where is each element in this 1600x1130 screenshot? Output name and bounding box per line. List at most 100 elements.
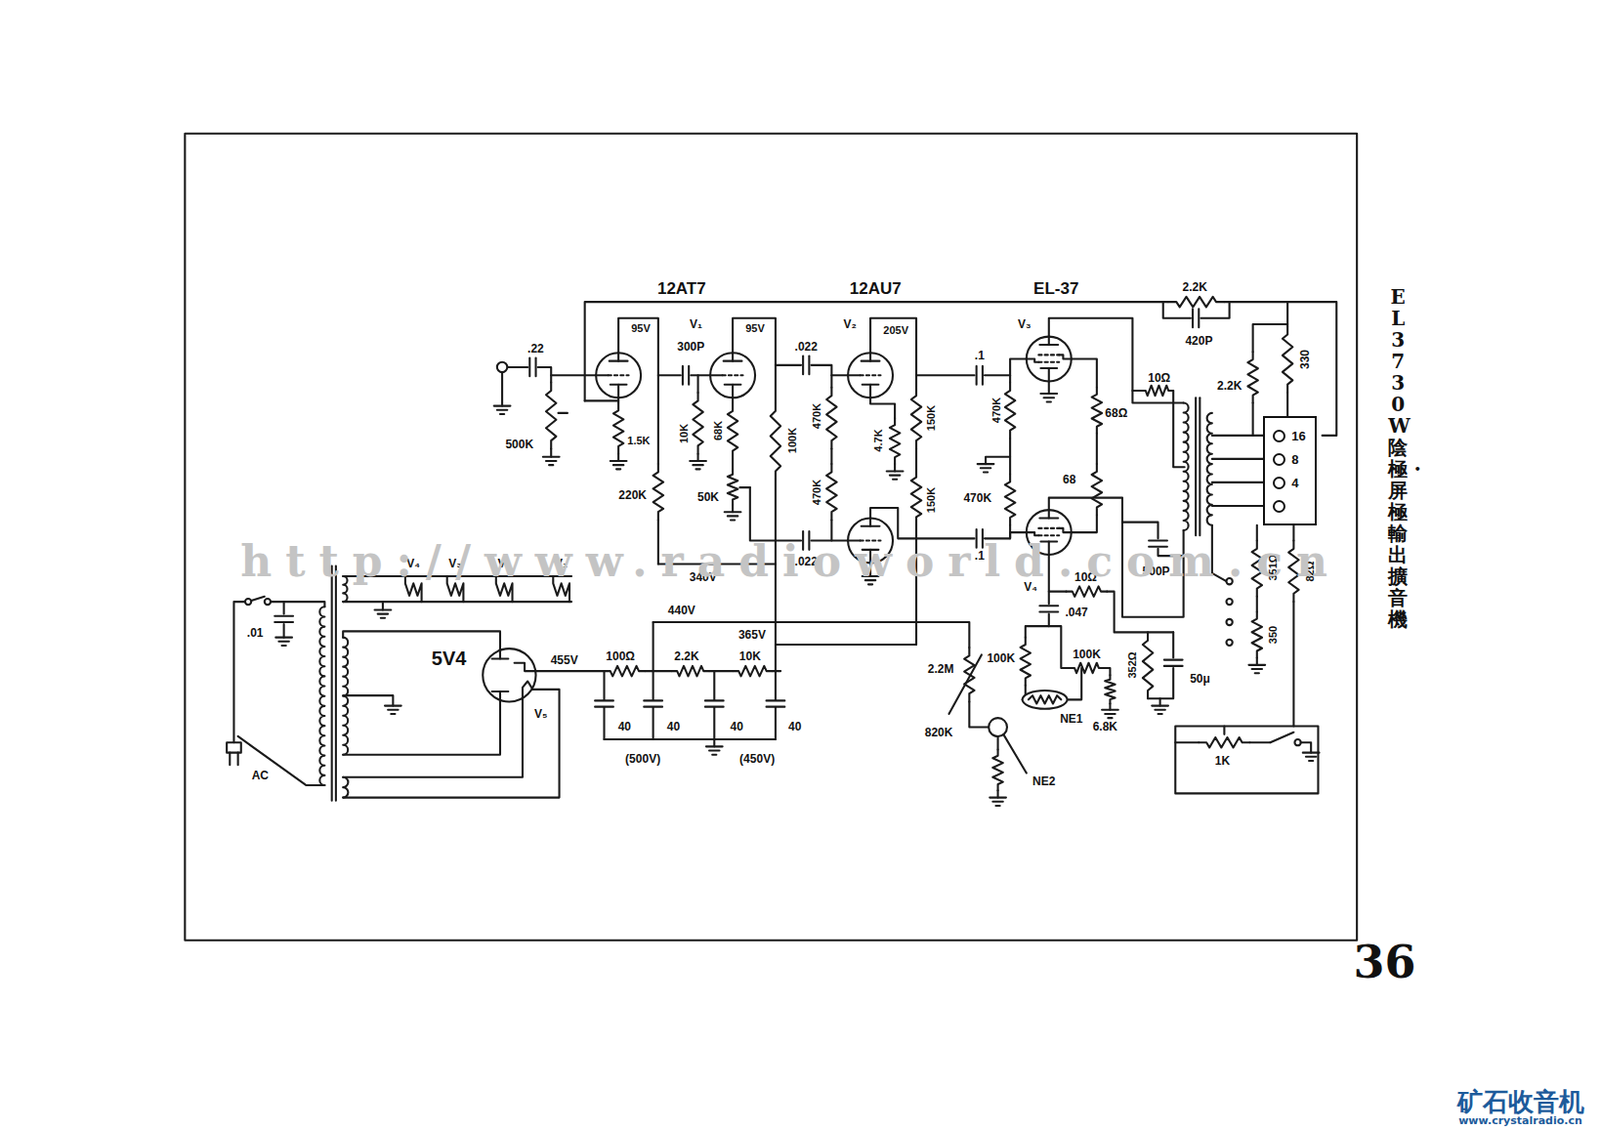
component-value: 68 [1061, 473, 1077, 486]
resistor-symbol [692, 392, 703, 455]
wire [916, 374, 975, 377]
wire [644, 670, 672, 673]
ground-symbol [886, 470, 904, 479]
wire [1212, 505, 1264, 507]
resistor-symbol [653, 463, 664, 520]
terminal-label: 8 [1291, 452, 1307, 467]
wire [342, 695, 393, 706]
component-value: 40 [729, 720, 745, 733]
wire [658, 374, 681, 377]
resistor-symbol [1168, 296, 1224, 307]
wire [1106, 591, 1174, 633]
ground-symbol [706, 746, 723, 755]
wire [381, 601, 384, 610]
switch-contact [1225, 598, 1232, 605]
tube-symbol [847, 352, 893, 398]
wire [335, 566, 337, 801]
neon-lamp [988, 717, 1008, 737]
tube-symbol [710, 352, 756, 398]
coil-symbol [342, 777, 348, 799]
component-value: 2.2K [1181, 281, 1209, 294]
watermark-url: www.crystalradio.cn [1457, 1115, 1584, 1127]
resistor-symbol [1198, 737, 1250, 748]
component-value: .01 [246, 627, 265, 639]
resistor-symbol [1104, 674, 1115, 704]
wire [1200, 301, 1229, 319]
wire [1256, 596, 1259, 613]
neon-lamp [1022, 690, 1068, 710]
wire [1122, 522, 1159, 540]
ground-symbol [375, 609, 392, 618]
tube-type: EL-37 [1032, 279, 1080, 296]
wire [690, 374, 711, 377]
component-value: 100K [1071, 648, 1102, 661]
terminal-label: 4 [1291, 475, 1307, 491]
wire [652, 622, 655, 672]
wire [238, 736, 326, 786]
component-value: 500K [504, 438, 535, 451]
wire [1175, 741, 1199, 744]
wire [1048, 591, 1051, 605]
wire [283, 624, 286, 638]
capacitor-symbol [704, 700, 725, 707]
ground-symbol [275, 637, 293, 646]
voltage-label: 440V [667, 604, 697, 617]
ground-symbol [724, 511, 742, 520]
wire [1286, 301, 1289, 327]
wire [1198, 397, 1201, 536]
resistor-symbol [889, 418, 900, 464]
wire [870, 397, 895, 419]
switch-contact [1225, 619, 1232, 626]
wire [997, 736, 1000, 751]
wire [1132, 389, 1140, 392]
voltage-rating: (450V) [738, 753, 776, 765]
wire [617, 454, 620, 462]
wire [985, 457, 1011, 464]
terminal-post [1272, 500, 1286, 513]
component-value: 150K [925, 404, 936, 432]
wire [1269, 732, 1294, 743]
terminal-row [1272, 494, 1307, 518]
component-value: 10K [677, 422, 689, 445]
resistor-symbol [613, 402, 624, 454]
wire [810, 365, 848, 376]
resistor-symbol [1092, 387, 1102, 434]
wire [1071, 359, 1097, 388]
tube-symbol [482, 648, 536, 702]
capacitor-symbol [976, 365, 983, 386]
wire [1163, 301, 1191, 319]
wire [549, 448, 552, 457]
resistor-symbol [911, 468, 922, 525]
wire [1286, 392, 1289, 417]
resistor-symbol [546, 382, 556, 450]
resistor-symbol [1069, 663, 1105, 674]
watermark-logo: 矿石收音机 [1456, 1089, 1586, 1115]
wire [1049, 626, 1070, 669]
component-value: 50μ [1188, 673, 1212, 685]
capacitor-symbol [1038, 605, 1059, 612]
wire [342, 689, 559, 799]
wire [331, 566, 334, 801]
resistor-symbol [732, 666, 773, 676]
power-label: AC [251, 769, 270, 782]
capacitor-symbol [529, 356, 536, 378]
wire [1048, 381, 1051, 395]
ground-symbol [543, 457, 560, 465]
resistor-symbol [1142, 631, 1153, 699]
component-value: 2.2K [1216, 379, 1243, 392]
resistor-symbol [1282, 326, 1293, 393]
ground-symbol [1303, 753, 1320, 761]
wire [1222, 725, 1225, 734]
schematic [184, 133, 1357, 941]
component-value: 420P [1183, 335, 1214, 347]
component-value: 330 [1299, 348, 1311, 371]
capacitor-symbol [1192, 307, 1199, 329]
wire [653, 622, 970, 648]
switch-contact [245, 598, 252, 605]
component-value: 10Ω [1146, 372, 1172, 384]
ground-symbol [977, 463, 995, 472]
resistor-symbol [727, 468, 738, 506]
component-value: 220K [617, 489, 648, 502]
wire [1067, 668, 1083, 700]
